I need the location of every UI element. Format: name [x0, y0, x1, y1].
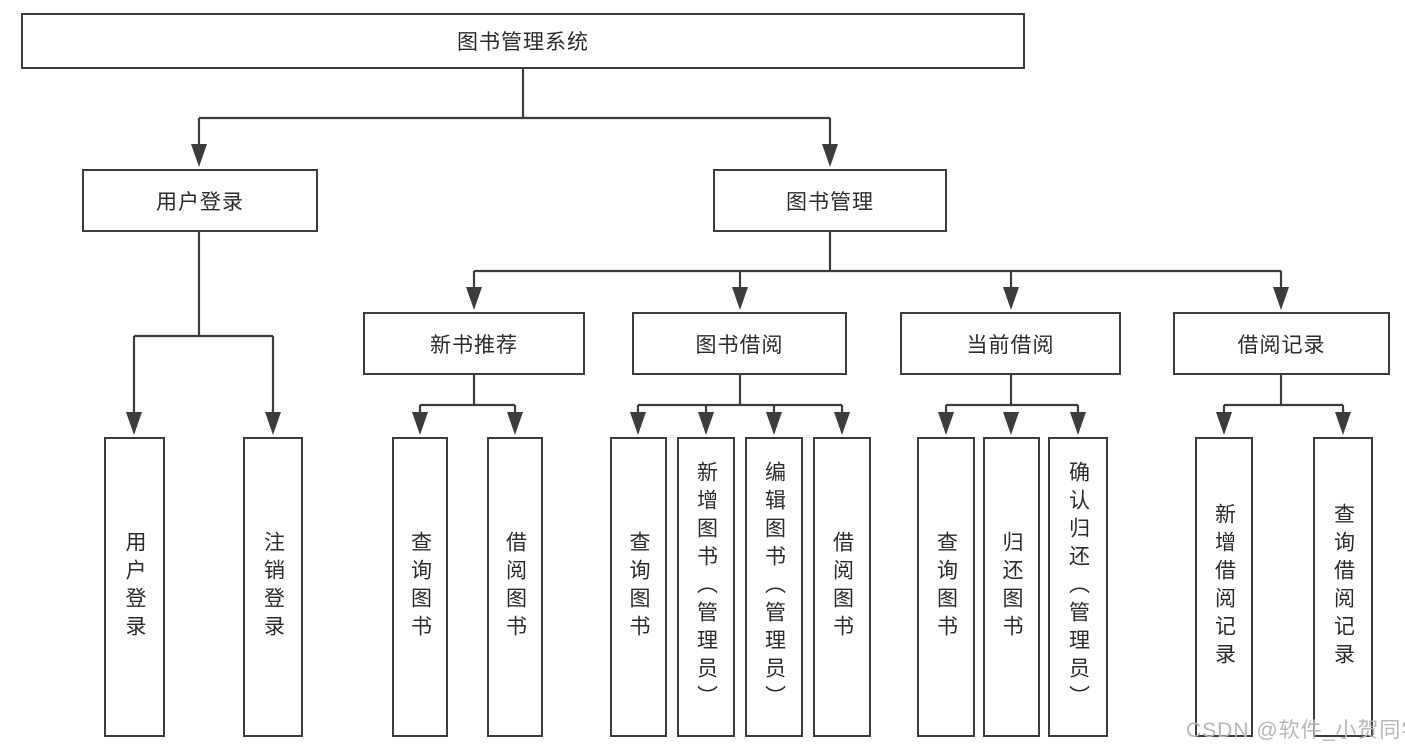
node-borrowing-records: 借阅记录 [1173, 312, 1390, 375]
leaf-add-books-admin: 新增图书（管理员） [677, 437, 735, 737]
node-label: 查询图书 [408, 531, 432, 643]
node-label: 查询借阅记录 [1331, 503, 1355, 671]
node-label: 借阅图书 [830, 531, 854, 643]
node-label: 借阅图书 [503, 531, 527, 643]
csdn-watermark: CSDN @软件_小贺同学 [1186, 719, 1405, 742]
leaf-borrow-books-2: 借阅图书 [813, 437, 871, 737]
leaf-confirm-return-admin: 确认归还（管理员） [1048, 437, 1108, 737]
node-label: 借阅记录 [1237, 333, 1326, 357]
node-label: 新增图书（管理员） [694, 461, 718, 713]
leaf-edit-books-admin: 编辑图书（管理员） [745, 437, 803, 737]
node-label: 当前借阅 [966, 333, 1055, 357]
node-label: 新书推荐 [430, 333, 518, 357]
leaf-add-borrow-record: 新增借阅记录 [1195, 437, 1253, 737]
arrowheads [126, 144, 1351, 435]
leaf-query-borrow-record: 查询借阅记录 [1313, 437, 1373, 737]
node-label: 归还图书 [1000, 531, 1023, 643]
node-label: 编辑图书（管理员） [762, 461, 786, 713]
leaf-user-login: 用户登录 [104, 437, 165, 737]
node-label: 查询图书 [627, 531, 650, 643]
node-label: 新增借阅记录 [1212, 503, 1236, 671]
node-label: 查询图书 [934, 531, 958, 643]
leaf-query-books-2: 查询图书 [610, 437, 667, 737]
node-current-borrowing: 当前借阅 [900, 312, 1121, 375]
node-label: 图书管理系统 [457, 31, 589, 54]
node-user-login: 用户登录 [82, 169, 318, 232]
leaf-query-books-3: 查询图书 [917, 437, 975, 737]
leaf-return-books: 归还图书 [983, 437, 1040, 737]
leaf-logout: 注销登录 [243, 437, 303, 737]
node-label: 用户登录 [123, 531, 146, 643]
leaf-borrow-books-1: 借阅图书 [487, 437, 543, 737]
node-label: 注销登录 [261, 531, 285, 643]
node-book-management: 图书管理 [713, 169, 947, 232]
node-new-book-recommend: 新书推荐 [363, 312, 585, 375]
node-label: 图书管理 [786, 190, 874, 214]
node-library-management-system: 图书管理系统 [21, 13, 1025, 69]
node-label: 图书借阅 [695, 333, 784, 357]
leaf-query-books-1: 查询图书 [392, 437, 448, 737]
node-label: 用户登录 [156, 190, 244, 214]
node-book-borrowing: 图书借阅 [632, 312, 847, 375]
node-label: 确认归还（管理员） [1066, 461, 1090, 713]
